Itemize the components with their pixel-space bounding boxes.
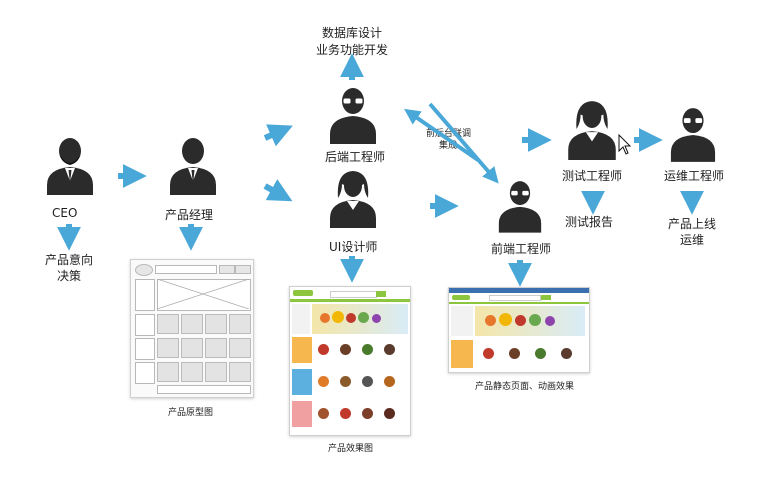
mouse-cursor-icon [618,134,632,155]
backend-engineer-label: 后端工程师 [325,150,386,164]
arrow-integration-to-frontend [428,102,499,184]
ceo-outcome-line2: 决策 [57,269,82,283]
pm-outcome-label: 产品原型图 [168,408,214,418]
ui-outcome-label: 产品效果图 [328,444,374,454]
prototype-wireframe [130,259,254,398]
ops-engineer-figure [670,108,716,162]
ui-design-mockup [289,286,411,436]
frontend-outcome-label: 产品静态页面、动画效果 [475,382,575,392]
test-engineer-label: 测试工程师 [562,169,623,183]
frontend-engineer-figure [498,181,542,233]
ui-designer-figure [330,171,376,228]
backend-outcome-line1: 数据库设计 [322,26,383,40]
ui-designer-label: UI设计师 [329,240,378,254]
ops-outcome-line1: 产品上线 [668,217,717,231]
tester-outcome-label: 测试报告 [565,215,614,229]
arrow-pm-to-ui [263,179,293,202]
ops-engineer-label: 运维工程师 [664,169,725,183]
arrow-pm-to-backend [263,124,293,147]
test-engineer-figure [568,101,616,160]
frontend-static-page [448,287,590,373]
product-manager-figure [170,138,216,195]
integration-label-line2: 集成 [439,141,458,151]
ceo-label: CEO [52,206,78,220]
ops-outcome-line2: 运维 [680,233,705,247]
integration-label-line1: 前后台联调 [426,129,472,139]
ceo-outcome-line1: 产品意向 [45,253,94,267]
ceo-figure [47,138,93,195]
backend-outcome-line2: 业务功能开发 [316,43,389,57]
arrow-integration-to-backend [404,108,480,162]
frontend-engineer-label: 前端工程师 [491,242,552,256]
product-manager-label: 产品经理 [165,208,214,222]
backend-engineer-figure [330,88,376,144]
